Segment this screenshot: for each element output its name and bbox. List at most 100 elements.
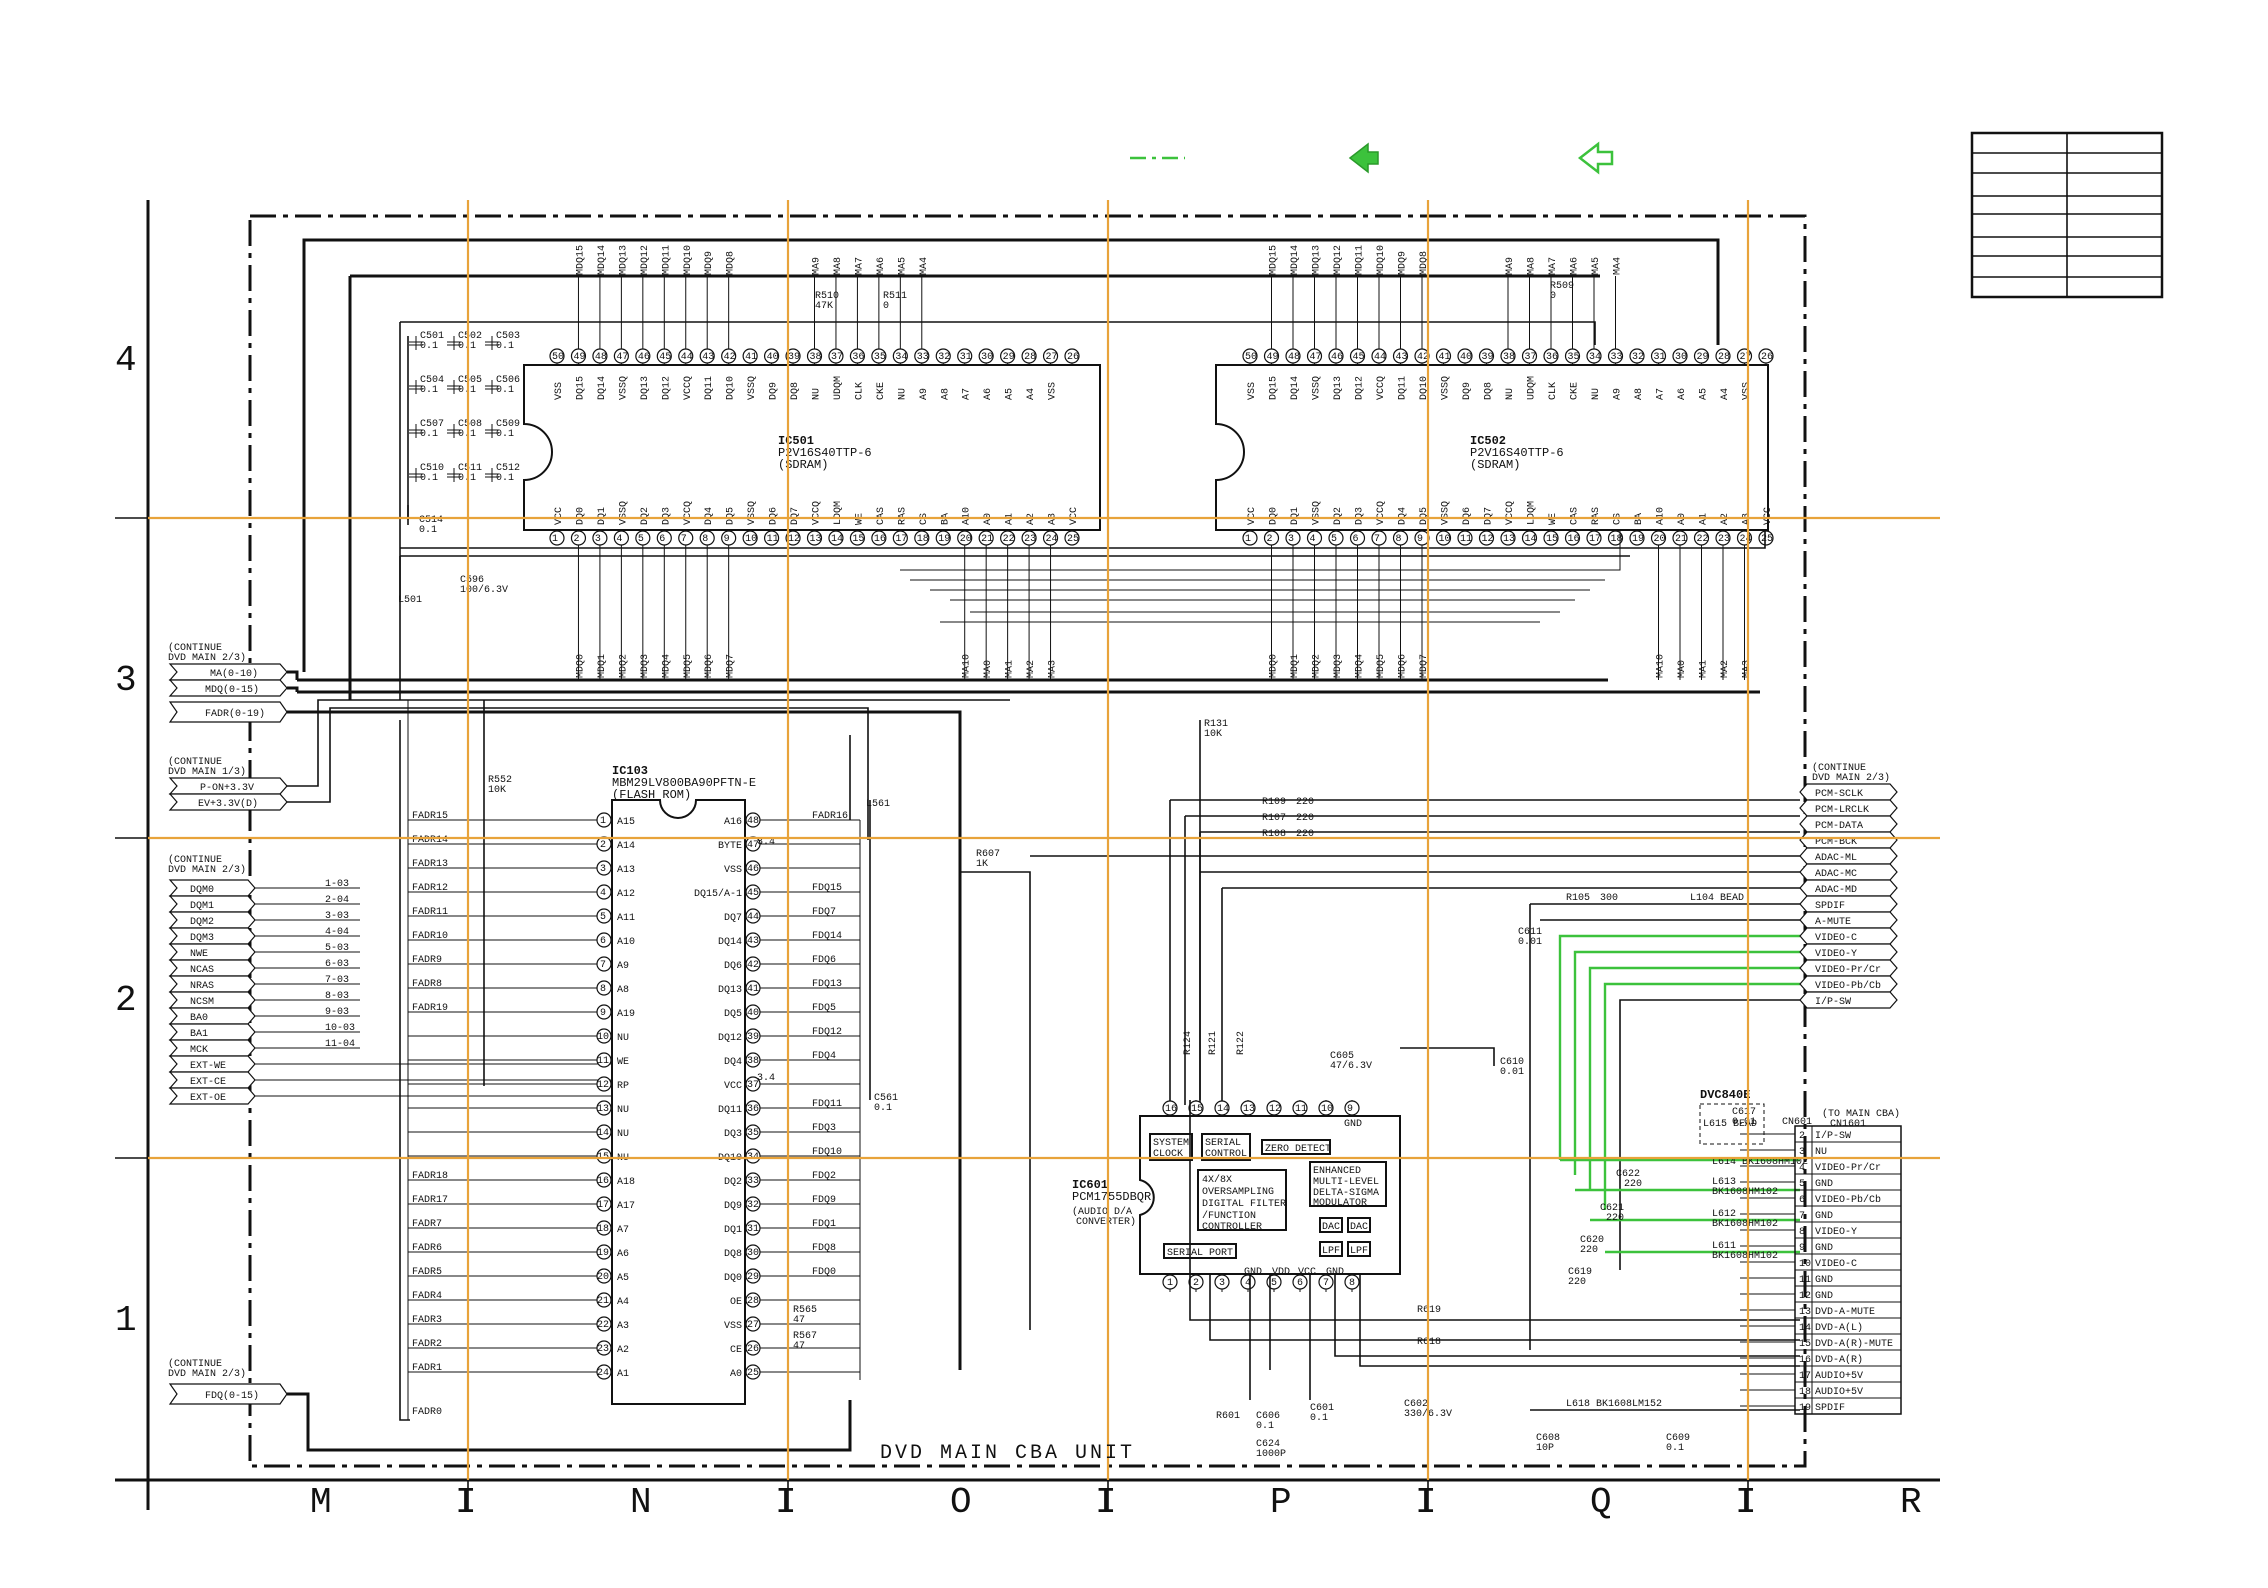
svg-text:R124: R124 [1183, 1031, 1194, 1055]
sdram-buses [297, 238, 1766, 700]
pin-top [957, 348, 973, 364]
pin-label: A2 [617, 1345, 629, 1356]
net-label: VIDEO-C [1815, 933, 1857, 944]
pin-label: VSSQ [1441, 501, 1452, 525]
svg-text:L611: L611 [1712, 1241, 1736, 1252]
net-label: MDQ14 [1290, 245, 1301, 275]
pin-label: DQ5 [724, 1009, 742, 1020]
pin-number: 9 [724, 534, 730, 545]
pin-label: DQ1 [597, 507, 608, 525]
pin-number: 32 [938, 352, 950, 363]
net-code: 1-03 [325, 879, 349, 890]
pin-label: DQ5 [1419, 507, 1430, 525]
pin-label: LDQM [1527, 501, 1538, 525]
net-code: 7-03 [325, 975, 349, 986]
pin-bottom [1188, 1274, 1204, 1290]
svg-text:ENHANCED: ENHANCED [1313, 1166, 1361, 1177]
pin [596, 1364, 612, 1380]
pin-top [1693, 348, 1710, 364]
net-label: FADR19 [412, 1003, 448, 1014]
pin-number: 12 [788, 534, 800, 545]
frame-axes [115, 200, 1940, 1512]
cap-value: 0.1 [496, 473, 514, 484]
pin [596, 1292, 612, 1308]
svg-text:MODULATOR: MODULATOR [1313, 1198, 1367, 1209]
pin-label: VCC [1069, 507, 1080, 525]
pin-number: 29 [747, 1272, 759, 1283]
net-label: MDQ11 [661, 245, 672, 275]
net-label: PCM-BCK [1815, 837, 1857, 848]
pin-number: 15 [1799, 1339, 1811, 1350]
pin-label: A13 [617, 865, 635, 876]
pin [596, 980, 612, 996]
net-code: 4-04 [325, 927, 349, 938]
net-label: GND [1815, 1291, 1833, 1302]
svg-text:BK1608HM102: BK1608HM102 [1712, 1187, 1778, 1198]
zone-2: 2 [115, 980, 139, 1021]
pin-number: 50 [1245, 352, 1257, 363]
pin-number: 22 [1697, 534, 1709, 545]
net-label: MA9 [812, 257, 823, 275]
pin-number: 31 [1654, 352, 1666, 363]
arrow-audio-icon [1348, 142, 1379, 174]
net-label: MDQ6 [704, 654, 715, 678]
pin-label: DQ11 [1398, 376, 1409, 400]
pin-number: 4 [1799, 1163, 1805, 1174]
svg-text:100/6.3V: 100/6.3V [460, 584, 508, 596]
net-label: PCM-SCLK [1815, 789, 1863, 800]
pin-number: 1 [1245, 534, 1251, 545]
svg-text:0.1: 0.1 [1310, 1413, 1328, 1424]
pin [745, 956, 761, 972]
pin-number: 18 [1611, 534, 1623, 545]
svg-text:220: 220 [1296, 813, 1314, 824]
pin-number: 7 [1374, 534, 1380, 545]
net-label: MA10 [962, 654, 973, 678]
pin-number: 22 [1003, 534, 1015, 545]
net-label: FADR11 [412, 907, 448, 918]
pin-number: 34 [1589, 352, 1601, 363]
svg-text:L618 BK1608LM152: L618 BK1608LM152 [1566, 1399, 1662, 1410]
pin-label: DQ5 [726, 507, 737, 525]
net-label: MA4 [1613, 257, 1624, 275]
pin [745, 1004, 761, 1020]
svg-text:DAC: DAC [1350, 1222, 1368, 1233]
net-label: PCM-LRCLK [1815, 805, 1869, 816]
pin-number: 46 [747, 864, 759, 875]
net-label: MA7 [1548, 257, 1559, 275]
pin-label: A19 [617, 1009, 635, 1020]
pin [745, 884, 761, 900]
pin-label: DQ4 [1398, 507, 1409, 525]
pin-label: CKE [1570, 382, 1581, 400]
pin-number: 18 [917, 534, 929, 545]
pin-top [1650, 348, 1667, 364]
net-label: BA1 [190, 1029, 208, 1040]
net-label: MA5 [1591, 257, 1602, 275]
pin-number: 25 [1761, 534, 1773, 545]
pin-number: 20 [597, 1272, 609, 1283]
pin-label: DQ14 [597, 376, 608, 400]
svg-text:CONTROL: CONTROL [1205, 1149, 1247, 1160]
net-label: MDQ7 [1419, 654, 1430, 678]
pin-number: 2 [1799, 1131, 1805, 1142]
pin [596, 908, 612, 924]
pin-number: 36 [747, 1104, 759, 1115]
pin-label: A4 [617, 1297, 629, 1308]
net-label: MDQ10 [683, 245, 694, 275]
pin-number: 34 [895, 352, 907, 363]
svg-text:FADR(0-19): FADR(0-19) [205, 708, 265, 720]
net-label: PCM-DATA [1815, 821, 1863, 832]
pin-number: 20 [960, 534, 972, 545]
left-connector-2: (CONTINUE DVD MAIN 1/3) P-ON+3.3V EV+3.3… [168, 756, 288, 811]
pin-label: VCCQ [1376, 501, 1387, 525]
pin-number: 45 [659, 352, 671, 363]
revision-table [1970, 131, 2164, 299]
net-label: MA1 [1005, 660, 1016, 678]
arrow-video-icon [1577, 141, 1614, 175]
pin-top [1318, 1100, 1334, 1116]
pin-number: 3 [1288, 534, 1294, 545]
pin [596, 812, 612, 828]
pin-label: CLK [854, 382, 865, 400]
pin-number: 10 [597, 1032, 609, 1043]
svg-text:R552: R552 [488, 775, 512, 786]
